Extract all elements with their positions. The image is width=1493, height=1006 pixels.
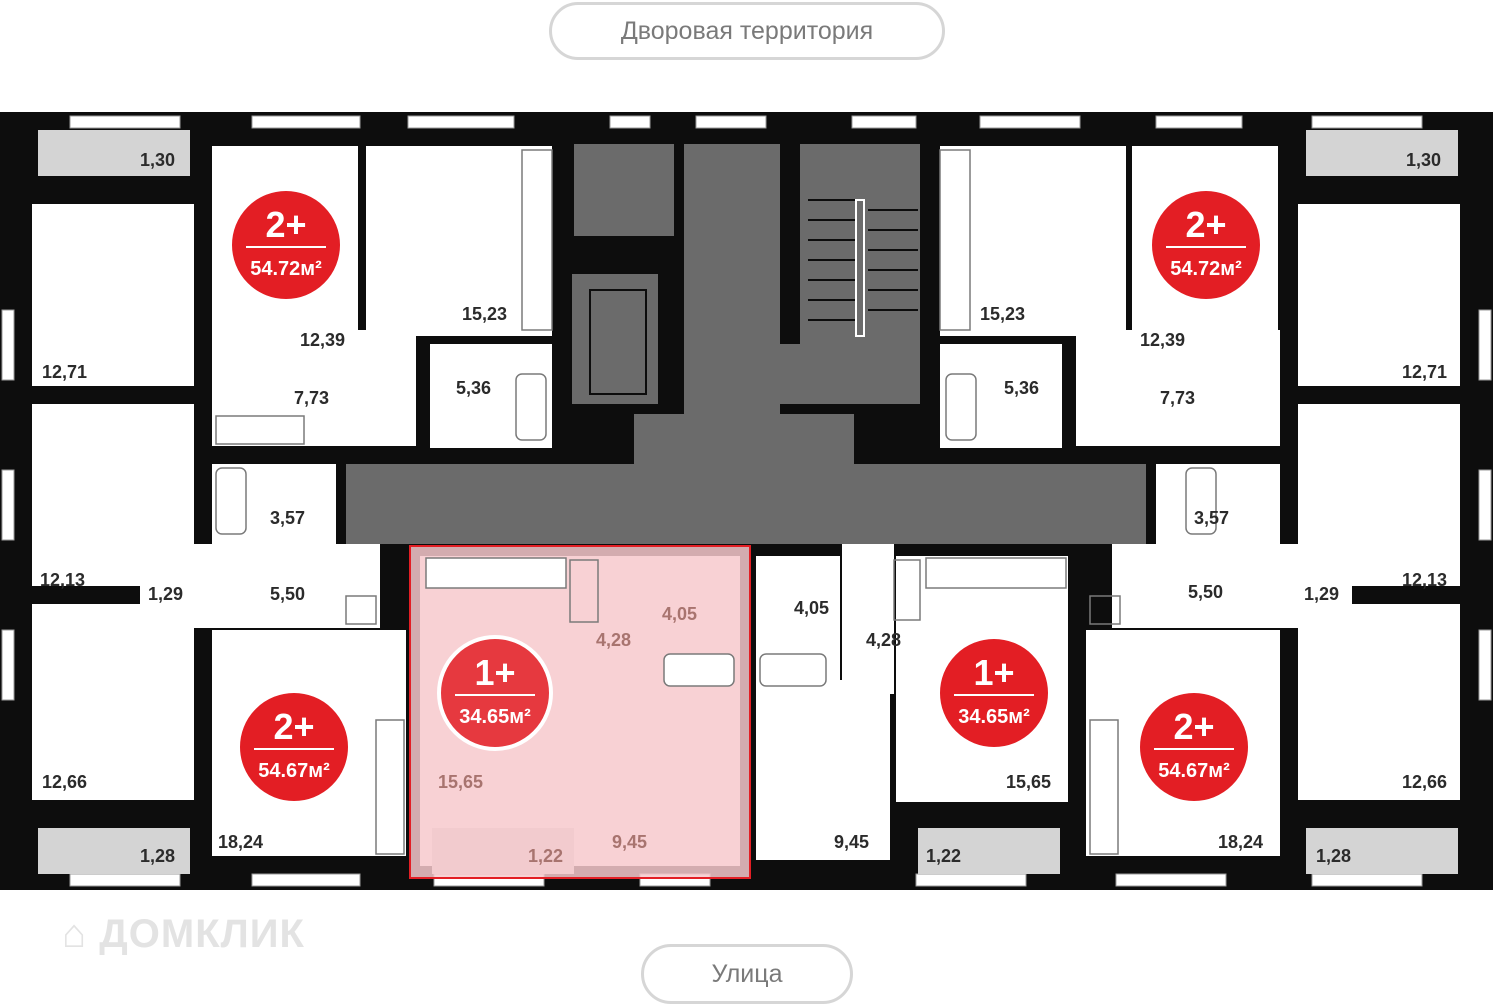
apartment-type: 2+: [1185, 204, 1226, 245]
apartment-area: 54.72м²: [1170, 258, 1242, 280]
room-area: 9,45: [612, 832, 647, 852]
apartment-badge-selected[interactable]: 1+ 34.65м²: [437, 635, 553, 751]
room-area: 12,71: [42, 362, 87, 382]
room-area: 3,57: [270, 508, 305, 528]
apartment-type: 2+: [273, 706, 314, 747]
room-area: 3,57: [1194, 508, 1229, 528]
windows: [1, 115, 1492, 887]
room-area: 4,28: [866, 630, 901, 650]
room-area: 5,50: [1188, 582, 1223, 602]
room-area: 4,28: [596, 630, 631, 650]
room-area: 1,22: [926, 846, 961, 866]
room-area: 15,65: [438, 772, 483, 792]
apartment-area: 34.65м²: [459, 706, 531, 728]
room-area: 5,36: [1004, 378, 1039, 398]
apartment-badge[interactable]: 2+ 54.72м²: [1148, 187, 1264, 303]
room-area: 15,23: [980, 304, 1025, 324]
room-area: 12,71: [1402, 362, 1447, 382]
street-label: Улица: [641, 944, 853, 1004]
room-area: 15,65: [1006, 772, 1051, 792]
room-area: 7,73: [294, 388, 329, 408]
apartment-area: 54.72м²: [250, 258, 322, 280]
room-area: 12,66: [42, 772, 87, 792]
room-area: 15,23: [462, 304, 507, 324]
room-area: 12,13: [40, 570, 85, 590]
apartment-type: 2+: [1173, 706, 1214, 747]
watermark-text: ДОМКЛИК: [99, 912, 305, 956]
room-area: 1,28: [1316, 846, 1351, 866]
room-area: 1,28: [140, 846, 175, 866]
room-area: 1,29: [148, 584, 183, 604]
room-area: 12,39: [1140, 330, 1185, 350]
room-area: 7,73: [1160, 388, 1195, 408]
apartment-type: 1+: [973, 652, 1014, 693]
room-area: 1,30: [1406, 150, 1441, 170]
apartment-badge[interactable]: 2+ 54.72м²: [228, 187, 344, 303]
stairs: [589, 199, 918, 395]
room-area: 18,24: [1218, 832, 1263, 852]
apartment-badge[interactable]: 1+ 34.65м²: [936, 635, 1052, 751]
fixtures: [215, 149, 1217, 855]
domclick-watermark: ⌂ ДОМКЛИК: [62, 912, 305, 957]
room-area: 4,05: [794, 598, 829, 618]
apartment-area: 34.65м²: [958, 706, 1030, 728]
apartment-badge[interactable]: 2+ 54.67м²: [1136, 689, 1252, 805]
room-area: 12,39: [300, 330, 345, 350]
room-areas: 1,30 12,71 12,39 7,73 15,23 5,36 12,13 3…: [40, 150, 1447, 866]
room-area: 1,30: [140, 150, 175, 170]
room-area: 1,29: [1304, 584, 1339, 604]
room-area: 18,24: [218, 832, 263, 852]
house-logo-icon: ⌂: [62, 912, 88, 956]
courtyard-label: Дворовая территория: [549, 2, 945, 60]
apartment-type: 1+: [474, 652, 515, 693]
room-area: 9,45: [834, 832, 869, 852]
room-area: 12,13: [1402, 570, 1447, 590]
room-area: 1,22: [528, 846, 563, 866]
apartment-area: 54.67м²: [258, 760, 330, 782]
room-area: 12,66: [1402, 772, 1447, 792]
room-area: 5,36: [456, 378, 491, 398]
apartment-type: 2+: [265, 204, 306, 245]
room-area: 5,50: [270, 584, 305, 604]
apartment-badge[interactable]: 2+ 54.67м²: [236, 689, 352, 805]
room-area: 4,05: [662, 604, 697, 624]
apartment-area: 54.67м²: [1158, 760, 1230, 782]
core: [346, 144, 1146, 544]
